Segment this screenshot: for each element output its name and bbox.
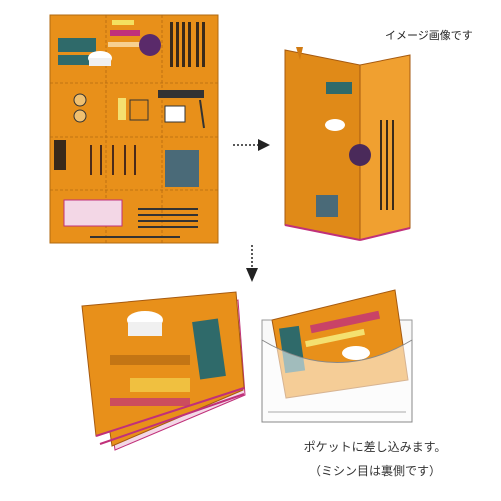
booklet-in-pocket <box>261 289 413 423</box>
folded-sheet <box>284 47 411 241</box>
caption-insert: ポケットに差し込みます。 <box>303 440 447 454</box>
arrow-right <box>233 139 270 151</box>
image-note: イメージ画像です <box>385 29 473 42</box>
flat-sheet <box>49 14 219 244</box>
closed-booklet <box>81 291 246 451</box>
caption-perforation: （ミシン目は裏側です） <box>308 464 441 478</box>
arrow-down <box>246 245 258 282</box>
